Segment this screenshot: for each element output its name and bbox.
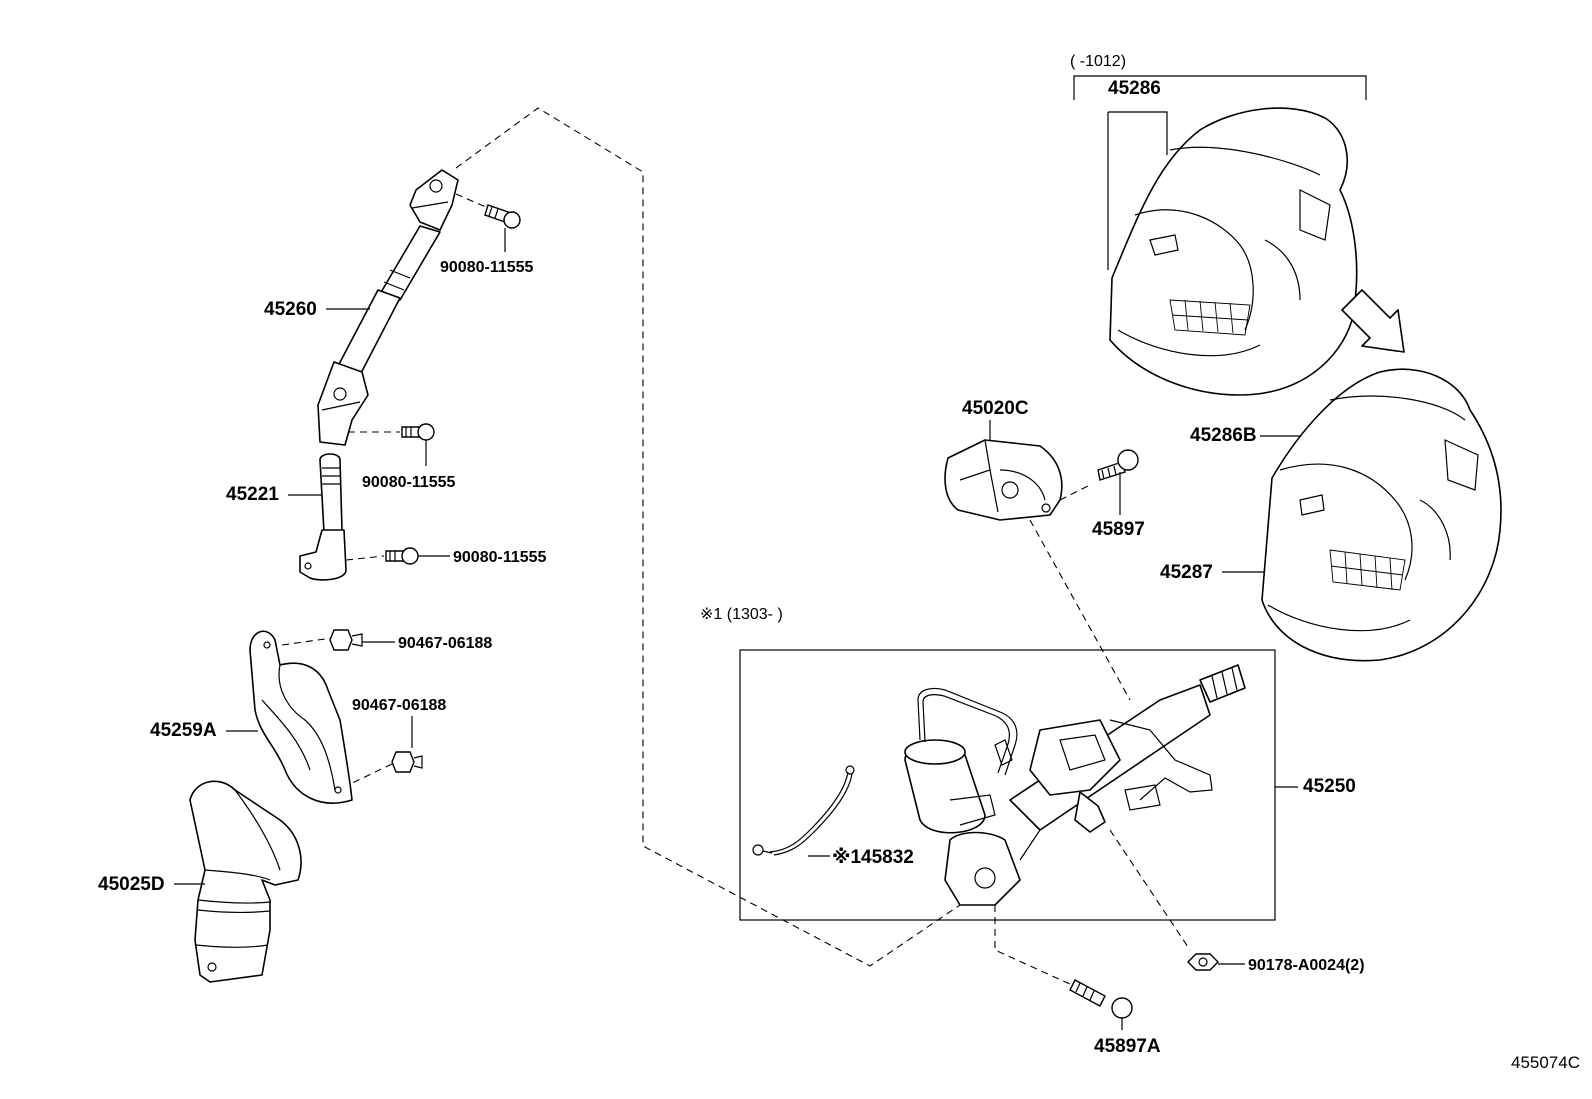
- label-90080c: 90080-11555: [453, 549, 547, 566]
- label-45832: ※145832: [832, 847, 914, 868]
- boot-45025D: [189, 780, 302, 983]
- intermediate-shaft-45260: [317, 169, 459, 446]
- bracket-top: [1073, 75, 1367, 100]
- lower-cover-45286B-45287: [1261, 368, 1502, 662]
- label-45286: 45286: [1108, 78, 1161, 99]
- dash-90467a: [281, 637, 333, 646]
- label-45250: 45250: [1303, 776, 1356, 797]
- label-45286B: 45286B: [1190, 425, 1257, 446]
- label-45287: 45287: [1160, 562, 1213, 583]
- dash-90178: [1109, 829, 1191, 951]
- label-90467a: 90467-06188: [398, 635, 492, 652]
- bracket-45020C: [944, 439, 1063, 521]
- bolt-45897A: [1069, 979, 1133, 1019]
- label-90467b: 90467-06188: [352, 697, 446, 714]
- dash-45897: [1059, 484, 1091, 501]
- label-45025D: 45025D: [98, 874, 165, 895]
- dash-90467b: [347, 763, 393, 786]
- dash-bracket-column: [1029, 519, 1131, 701]
- bolt-90080c: [385, 547, 419, 565]
- dash-45897A: [994, 905, 1073, 986]
- cable-45832: [752, 765, 855, 856]
- label-45897: 45897: [1092, 519, 1145, 540]
- label-90178: 90178-A0024(2): [1248, 957, 1365, 974]
- column-assembly-45250: [904, 664, 1246, 906]
- dash-90080a: [455, 193, 489, 209]
- label-45260: 45260: [264, 299, 317, 320]
- date-range-note: ※1 (1303- ): [700, 606, 783, 623]
- frame-45250: [739, 649, 1276, 921]
- dash-90080c: [345, 555, 385, 561]
- clip-90467a: [329, 629, 363, 651]
- arrow-down-right-icon: [1341, 289, 1405, 353]
- diagram-ref-code: 455074C: [1511, 1053, 1580, 1072]
- dash-shaft-column: [455, 107, 961, 967]
- label-45259A: 45259A: [150, 720, 217, 741]
- shaft-45221: [299, 453, 347, 581]
- label-90080b: 90080-11555: [362, 474, 456, 491]
- bolt-90080a: [484, 204, 521, 229]
- bolt-90080b: [401, 423, 435, 441]
- label-45897A: 45897A: [1094, 1036, 1161, 1057]
- label-45020C: 45020C: [962, 398, 1029, 419]
- upper-cover-45286: [1109, 107, 1358, 396]
- nut-90178: [1187, 953, 1219, 971]
- label-90080a: 90080-11555: [440, 259, 534, 276]
- date-range-top: ( -1012): [1070, 53, 1126, 70]
- leader-45286: [1107, 111, 1168, 270]
- bolt-45897: [1097, 449, 1139, 481]
- label-45221: 45221: [226, 484, 279, 505]
- clip-90467b: [391, 751, 423, 773]
- cover-45259A: [249, 630, 353, 804]
